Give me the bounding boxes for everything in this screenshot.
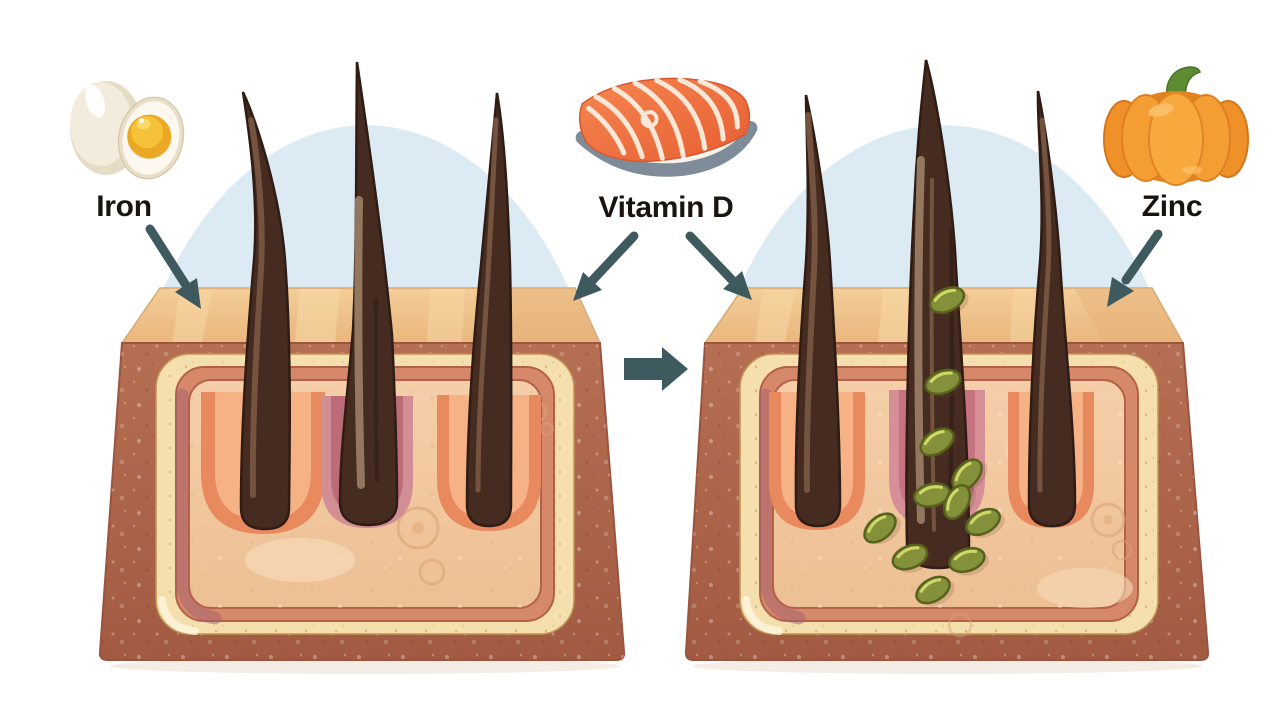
- surface-streak: [755, 290, 795, 343]
- skin-panel-before: [98, 61, 626, 661]
- tissue-patch: [245, 538, 355, 582]
- iron-label: Iron: [96, 190, 152, 223]
- cream-highlight: [742, 596, 783, 635]
- egg-half: [117, 96, 185, 180]
- left-panel-shadow: [110, 658, 620, 674]
- hair-strand: [338, 61, 399, 527]
- arrowhead: [175, 278, 201, 309]
- arrowhead: [573, 272, 602, 301]
- zinc-pointer-arrow: [1107, 229, 1163, 307]
- hair-highlight: [914, 156, 925, 524]
- pumpkin-highlight: [1182, 166, 1202, 174]
- pumpkin-seeds: [863, 286, 1005, 606]
- surface-shading: [1075, 289, 1183, 343]
- pumpkin-seed: [919, 427, 959, 458]
- tissue-bubble: [947, 612, 973, 638]
- inner-ring-mauve-tint: [759, 388, 806, 625]
- tissue-bubble: [418, 558, 446, 586]
- cream-highlight: [158, 596, 199, 635]
- inner-ring-mauve-tint: [175, 388, 222, 625]
- hair-highlight: [475, 117, 499, 493]
- iron-pointer-arrow: [145, 224, 201, 309]
- pumpkin-seed: [924, 368, 965, 398]
- hair-strand: [794, 94, 842, 528]
- hair-strand: [239, 91, 292, 531]
- tissue-bubble: [1111, 539, 1133, 561]
- hair-highlight: [1037, 117, 1052, 493]
- pumpkin-seed: [891, 543, 932, 573]
- tissue-bubble: [396, 506, 440, 550]
- pumpkin-seed: [965, 507, 1005, 538]
- surface-streak: [295, 289, 340, 343]
- transition-right-arrow-icon: [624, 347, 688, 391]
- hair-shade-stripe: [948, 228, 955, 502]
- surface-shading: [492, 289, 600, 343]
- tissue-patch: [1037, 568, 1133, 608]
- hair-highlight: [803, 112, 818, 493]
- egg-icon: [70, 81, 185, 180]
- zinc-label: Zinc: [1141, 190, 1203, 223]
- vitamin-d-pointer-arrow-right: [685, 231, 752, 300]
- vitamin-d-pointer-arrow-left: [573, 231, 639, 301]
- pumpkin-seed: [928, 286, 969, 316]
- salmon-icon: [575, 77, 758, 177]
- hair-strand: [1027, 90, 1077, 528]
- salmon-swirl: [640, 110, 659, 129]
- hair-highlight: [248, 117, 265, 498]
- right-panel-shadow: [692, 658, 1202, 674]
- hair-shade-stripe: [373, 298, 379, 482]
- pumpkin-highlight: [1148, 103, 1174, 117]
- vitamin-d-label: Vitamin D: [598, 191, 734, 224]
- hair-highlight: [929, 178, 936, 532]
- hair-strands-before: [239, 61, 513, 531]
- pumpkin-seed: [951, 458, 988, 492]
- surface-streak: [172, 290, 212, 343]
- tissue-bubble: [1103, 515, 1113, 525]
- pumpkin-seed: [915, 575, 955, 606]
- arrowhead: [1107, 277, 1134, 307]
- hair-highlight: [354, 196, 365, 489]
- surface-streak: [427, 289, 465, 343]
- arrowhead: [723, 271, 752, 300]
- pumpkin-lobe: [1148, 92, 1204, 186]
- salmon-marbling: [586, 77, 740, 161]
- pumpkin-seed: [942, 484, 976, 520]
- pumpkin-seed: [948, 546, 989, 576]
- pumpkin-icon: [1103, 66, 1249, 186]
- tissue-bubble: [412, 522, 424, 534]
- skin-panel-after: [684, 59, 1210, 661]
- tissue-bubble: [1090, 502, 1126, 538]
- pumpkin-seed: [863, 512, 902, 545]
- hair-strand: [465, 92, 513, 528]
